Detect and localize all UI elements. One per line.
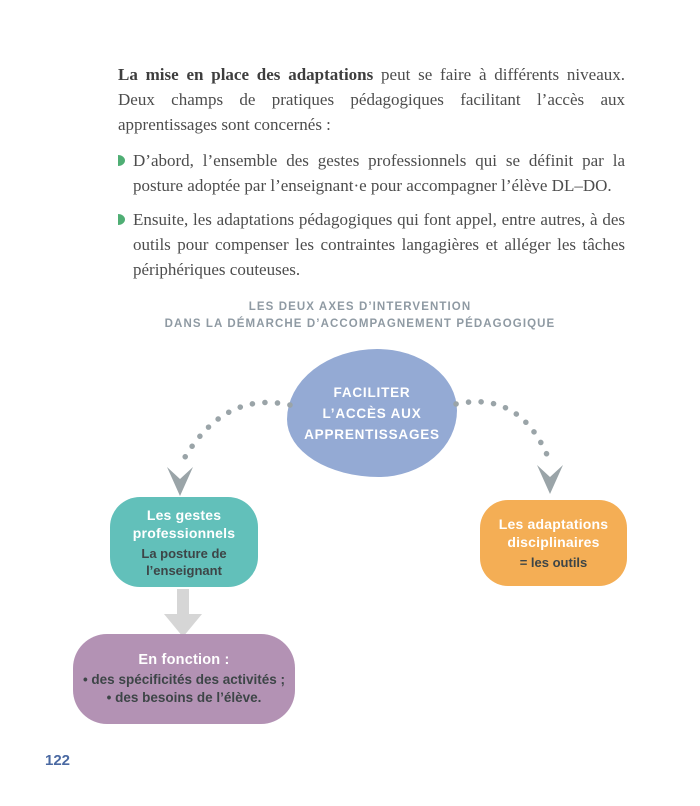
box-title-line: Les gestes xyxy=(146,506,222,523)
box-title-line: professionnels xyxy=(132,524,236,541)
bullet-item: Ensuite, les adaptations pédagogiques qu… xyxy=(118,207,625,282)
box-title-line: En fonction : xyxy=(138,652,230,668)
bubble-line: L’ACCÈS AUX xyxy=(322,405,422,421)
intro-lead-bold: La mise en place des adaptations xyxy=(118,65,374,84)
intro-lead-rest: peut se faire à différents niveaux. Deux… xyxy=(118,65,625,134)
box-list-item: • des besoins de l’élève. xyxy=(106,690,262,705)
diagram-title-line2: DANS LA DÉMARCHE D’ACCOMPAGNEMENT PÉDAGO… xyxy=(164,318,556,330)
bullet-triangle-icon xyxy=(118,155,125,166)
bullet-item: D’abord, l’ensemble des gestes professio… xyxy=(118,148,625,198)
central-bubble: FACILITER L’ACCÈS AUX APPRENTISSAGES xyxy=(287,349,457,477)
bubble-line: FACILITER xyxy=(333,384,411,400)
down-arrow-icon xyxy=(164,589,202,637)
bubble-line: APPRENTISSAGES xyxy=(304,426,440,442)
left-dotted-arc xyxy=(178,399,293,467)
intro-section: La mise en place des adaptations peut se… xyxy=(118,62,625,291)
right-dotted-arc xyxy=(453,398,553,465)
right-arrowhead-icon xyxy=(537,465,563,494)
box-title-line: disciplinaires xyxy=(507,534,600,550)
box-title-line: Les adaptations xyxy=(498,516,609,532)
bullet-text: D’abord, l’ensemble des gestes professio… xyxy=(133,151,625,195)
page-number: 122 xyxy=(45,752,71,769)
left-arrowhead-icon xyxy=(167,467,193,496)
box-list-item: • des spécificités des activités ; xyxy=(82,672,286,687)
bullet-triangle-icon xyxy=(118,214,125,225)
box-en-fonction: En fonction : • des spécificités des act… xyxy=(73,634,295,724)
diagram-title: LES DEUX AXES D’INTERVENTION DANS LA DÉM… xyxy=(30,299,690,333)
box-subtitle-line: La posture de xyxy=(141,545,227,561)
box-gestes-professionnels: Les gestes professionnels La posture de … xyxy=(110,497,258,587)
box-subtitle-line: l’enseignant xyxy=(146,562,222,578)
box-adaptations-disciplinaires: Les adaptations disciplinaires = les out… xyxy=(480,500,627,586)
intro-paragraph: La mise en place des adaptations peut se… xyxy=(118,62,625,137)
diagram-title-line1: LES DEUX AXES D’INTERVENTION xyxy=(248,301,472,313)
box-subtitle-line: = les outils xyxy=(519,555,588,570)
bullet-text: Ensuite, les adaptations pédagogiques qu… xyxy=(133,210,625,279)
